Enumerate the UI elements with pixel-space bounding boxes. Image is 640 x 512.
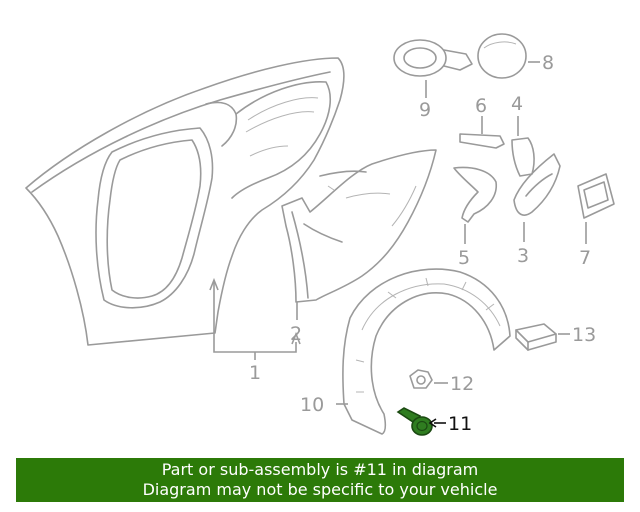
banner-line-2: Diagram may not be specific to your vehi… xyxy=(142,480,498,499)
callout-11-label: 11 xyxy=(448,413,472,435)
callout-11-arrowhead xyxy=(428,418,437,428)
callout-12-label: 12 xyxy=(450,373,474,395)
part-2-extension-panel xyxy=(281,149,437,303)
callout-3-label: 3 xyxy=(517,245,529,267)
callout-4-label: 4 xyxy=(511,93,523,115)
callout-1-label: 1 xyxy=(249,362,261,384)
callout-8-label: 8 xyxy=(542,52,554,74)
fitment-notice-banner: Part or sub-assembly is #11 in diagram D… xyxy=(16,458,624,502)
part-6-bracket xyxy=(459,133,505,149)
part-13-clip xyxy=(515,323,557,351)
callout-2-label: 2 xyxy=(290,323,302,345)
callout-5-label: 5 xyxy=(458,247,470,269)
part-12-nut xyxy=(409,369,433,389)
part-10-wheel-liner xyxy=(342,268,511,435)
banner-line-1: Part or sub-assembly is #11 in diagram xyxy=(161,460,479,479)
part-8-fuel-door xyxy=(477,33,527,79)
part-9-fuel-door-housing xyxy=(393,39,473,77)
part-11-screw-highlighted xyxy=(396,407,433,436)
part-3-bracket xyxy=(513,153,561,216)
part-5-bracket xyxy=(453,166,498,223)
callout-9-label: 9 xyxy=(419,99,431,121)
part-1-quarter-panel xyxy=(25,57,345,346)
exploded-parts-diagram: 1 2 9 8 6 4 5 xyxy=(25,33,615,436)
part-4-bracket xyxy=(511,137,535,177)
part-7-cover xyxy=(577,173,615,219)
callout-13-label: 13 xyxy=(572,324,596,346)
callout-10-label: 10 xyxy=(300,394,324,416)
callout-1-leader xyxy=(209,277,301,360)
callout-7-label: 7 xyxy=(579,247,591,269)
callout-6-label: 6 xyxy=(475,95,487,117)
